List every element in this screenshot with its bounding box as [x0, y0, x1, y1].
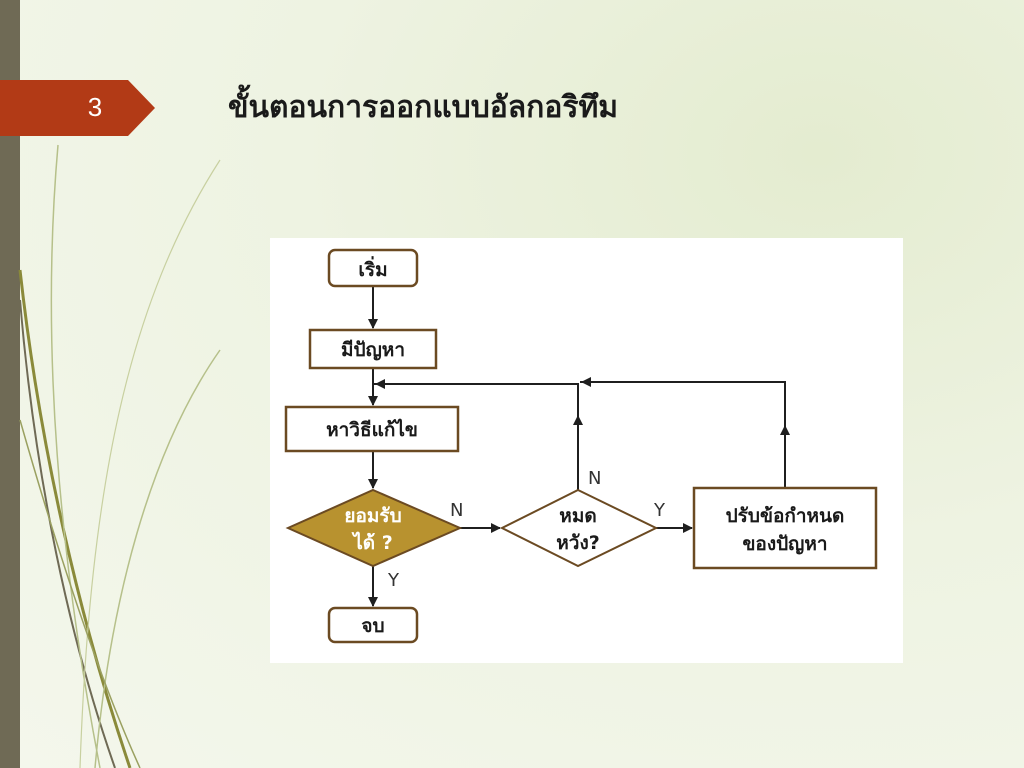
node-adjust-label-line1: ปรับข้อกำหนด [726, 505, 845, 527]
node-accept-label-line2: ได้ ? [351, 531, 393, 554]
left-sidebar-bar [0, 0, 20, 768]
node-end [327, 606, 419, 644]
slide-number: 3 [87, 92, 103, 122]
node-problem [308, 328, 438, 370]
slide-title: ขั้นตอนการออกแบบอัลกอริทึม [228, 90, 619, 125]
node-find-solution [284, 405, 460, 453]
node-adjust-requirements [692, 486, 878, 570]
node-start [327, 248, 419, 288]
flowchart: N Y N Y เริ่ม มีปัญหา หาวิธีแก้ไข ยอมรับ… [284, 248, 878, 644]
label-hopeless-no: N [588, 468, 601, 489]
node-accept-decision [285, 488, 463, 568]
node-hopeless-label-line1: หมด [559, 505, 596, 527]
node-hopeless-label-line2: หวัง? [556, 532, 600, 554]
node-find-solution-label: หาวิธีแก้ไข [326, 418, 418, 441]
flowchart-panel: N Y N Y เริ่ม มีปัญหา หาวิธีแก้ไข ยอมรับ… [270, 238, 903, 663]
slide-number-tab [0, 80, 155, 136]
label-accept-no: N [450, 500, 463, 521]
decorative-curves [18, 144, 221, 768]
edge-loop-back-to-find [373, 383, 579, 416]
node-problem-label: มีปัญหา [341, 339, 405, 361]
node-start-label: เริ่ม [358, 256, 387, 281]
node-adjust-label-line2: ของปัญหา [742, 533, 827, 555]
node-accept-label-line1: ยอมรับ [344, 505, 401, 527]
label-hopeless-yes: Y [653, 500, 666, 521]
edge-adjust-loop-top [580, 381, 786, 426]
node-hopeless-decision [499, 488, 659, 568]
label-accept-yes: Y [387, 570, 400, 591]
node-end-label: จบ [361, 615, 384, 637]
